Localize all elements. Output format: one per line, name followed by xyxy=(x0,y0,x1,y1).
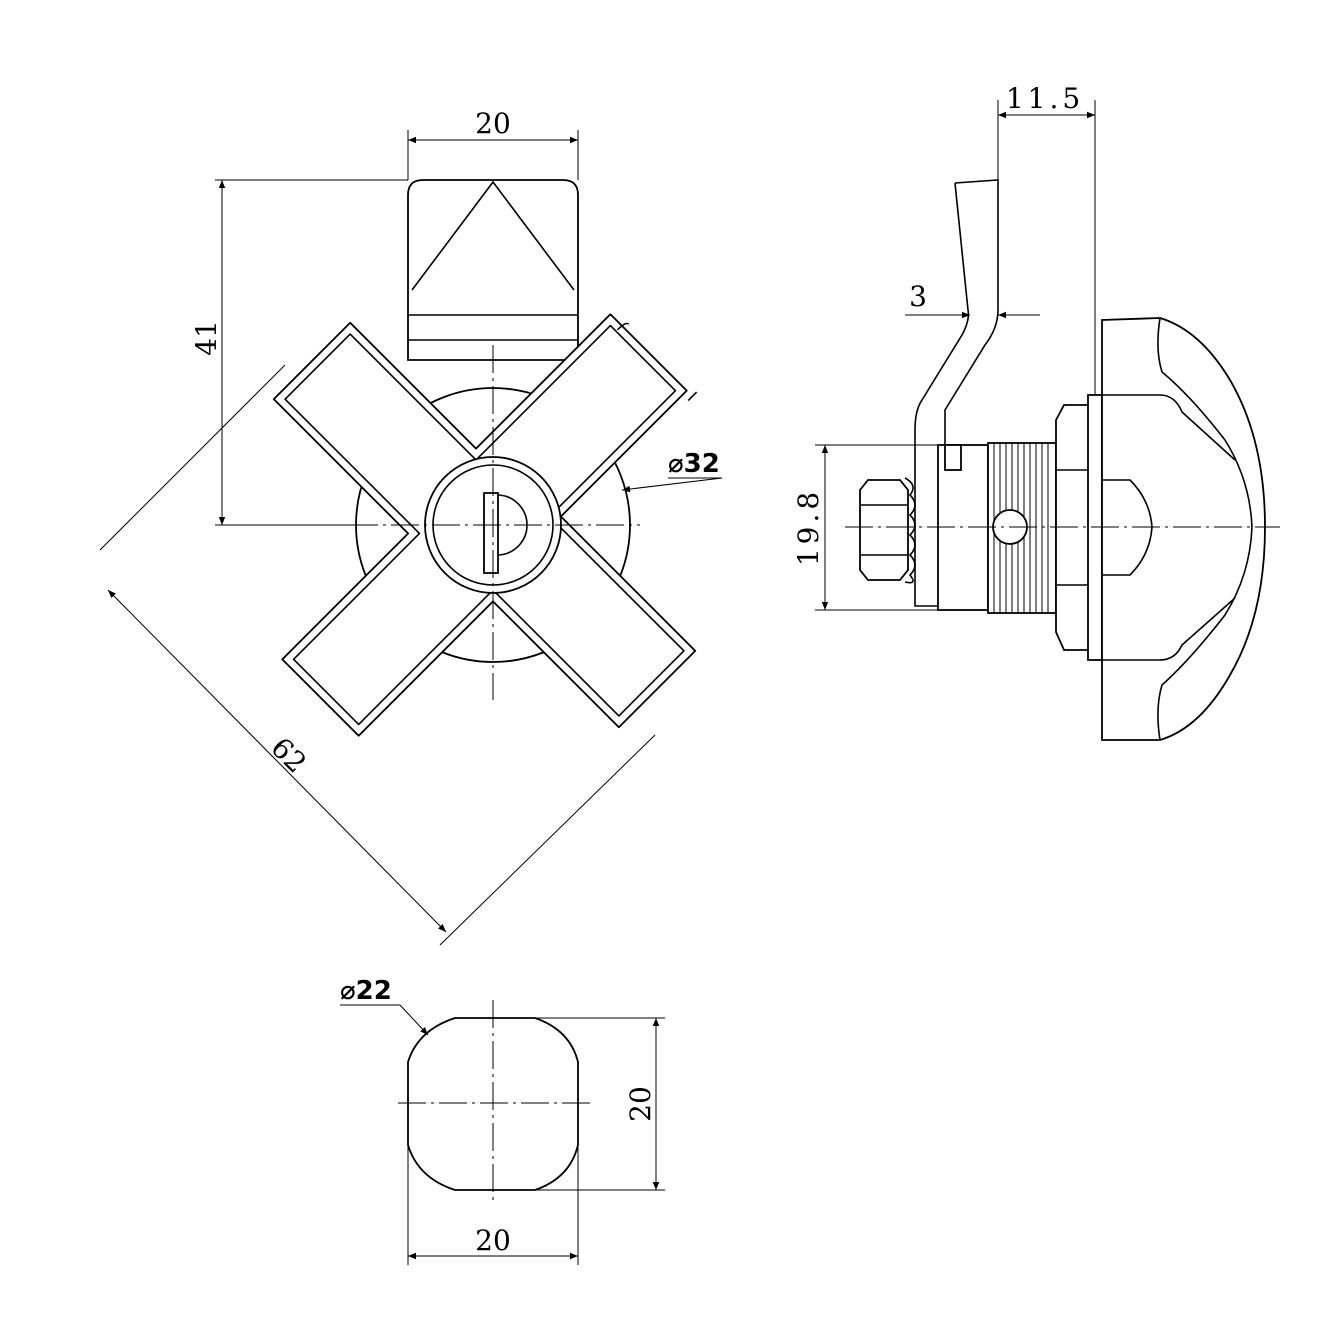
dim-cam-width-bottom: 20 xyxy=(475,1224,511,1257)
dim-handle-diameter: ⌀32 xyxy=(668,449,720,479)
front-view: 20 41 62 ⌀32 xyxy=(99,107,723,946)
dim-cam-width: 20 xyxy=(475,107,511,140)
dim-cam-offset: 11.5 xyxy=(1006,82,1084,115)
key-slot xyxy=(483,492,499,574)
cam-view: ⌀22 20 20 xyxy=(340,976,665,1265)
dim-height: 41 xyxy=(190,320,223,356)
dim-body-height: 19.8 xyxy=(792,488,825,566)
dim-cam-height: 20 xyxy=(624,1086,657,1122)
cam-top xyxy=(407,179,579,361)
side-view: 11.5 3 19.8 xyxy=(792,82,1280,741)
dim-cam-thickness: 3 xyxy=(909,280,927,313)
dim-cam-diameter: ⌀22 xyxy=(340,976,392,1006)
small-nut xyxy=(859,479,909,581)
dim-diagonal: 62 xyxy=(264,731,313,780)
handle-side xyxy=(1101,317,1266,741)
